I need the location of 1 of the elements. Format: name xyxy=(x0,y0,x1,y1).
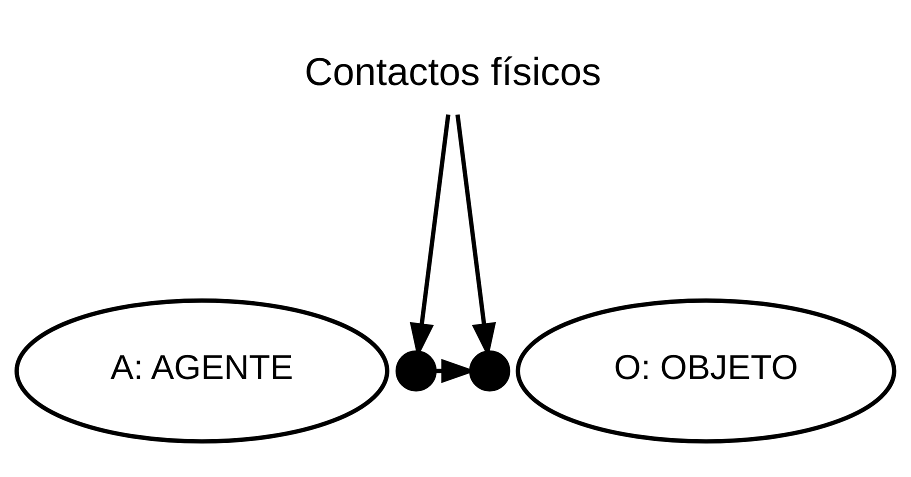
node-text: Contactos físicos xyxy=(304,50,602,94)
